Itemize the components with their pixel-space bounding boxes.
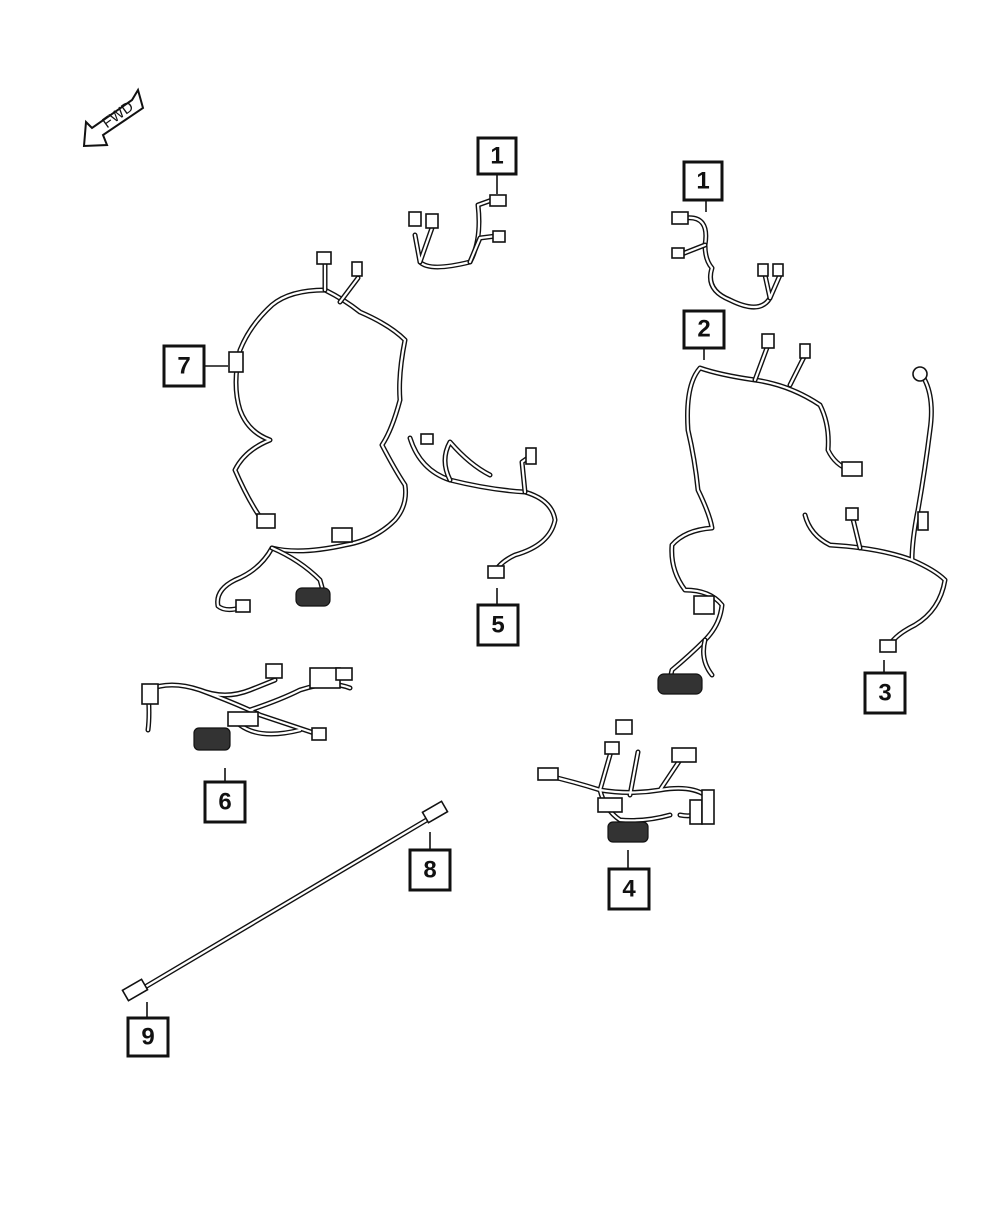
callout-1b[interactable]: 1 bbox=[682, 160, 724, 202]
callout-1a-label: 1 bbox=[490, 143, 503, 170]
callout-3-label: 3 bbox=[878, 680, 891, 707]
callout-9-label: 9 bbox=[141, 1024, 154, 1051]
callout-8[interactable]: 8 bbox=[408, 848, 452, 892]
harness-1a bbox=[408, 194, 507, 270]
harness-4 bbox=[537, 719, 715, 843]
callout-leaders bbox=[146, 174, 885, 1018]
callout-9[interactable]: 9 bbox=[126, 1016, 170, 1058]
callout-1a[interactable]: 1 bbox=[476, 136, 518, 176]
harness-5 bbox=[407, 433, 558, 579]
fwd-arrow: FWD bbox=[82, 87, 145, 148]
callout-7[interactable]: 7 bbox=[162, 344, 206, 388]
harness-7 bbox=[215, 251, 408, 613]
forward-arrow-icon bbox=[82, 87, 145, 148]
callout-5[interactable]: 5 bbox=[476, 603, 520, 647]
harness-6 bbox=[141, 663, 353, 751]
callout-1b-label: 1 bbox=[696, 168, 709, 195]
harness-3 bbox=[802, 366, 948, 653]
cable-8-9 bbox=[121, 800, 449, 1002]
callout-2-label: 2 bbox=[697, 316, 710, 343]
callout-4-label: 4 bbox=[622, 876, 636, 903]
callout-8-label: 8 bbox=[423, 857, 436, 884]
callout-6[interactable]: 6 bbox=[203, 780, 247, 824]
harness-1b bbox=[671, 211, 784, 310]
harness-2 bbox=[657, 333, 863, 695]
callout-7-label: 7 bbox=[177, 353, 190, 380]
callout-3[interactable]: 3 bbox=[863, 671, 907, 715]
callout-5-label: 5 bbox=[491, 612, 504, 639]
callout-4[interactable]: 4 bbox=[607, 867, 651, 911]
callout-6-label: 6 bbox=[218, 789, 231, 816]
callout-2[interactable]: 2 bbox=[682, 309, 726, 350]
